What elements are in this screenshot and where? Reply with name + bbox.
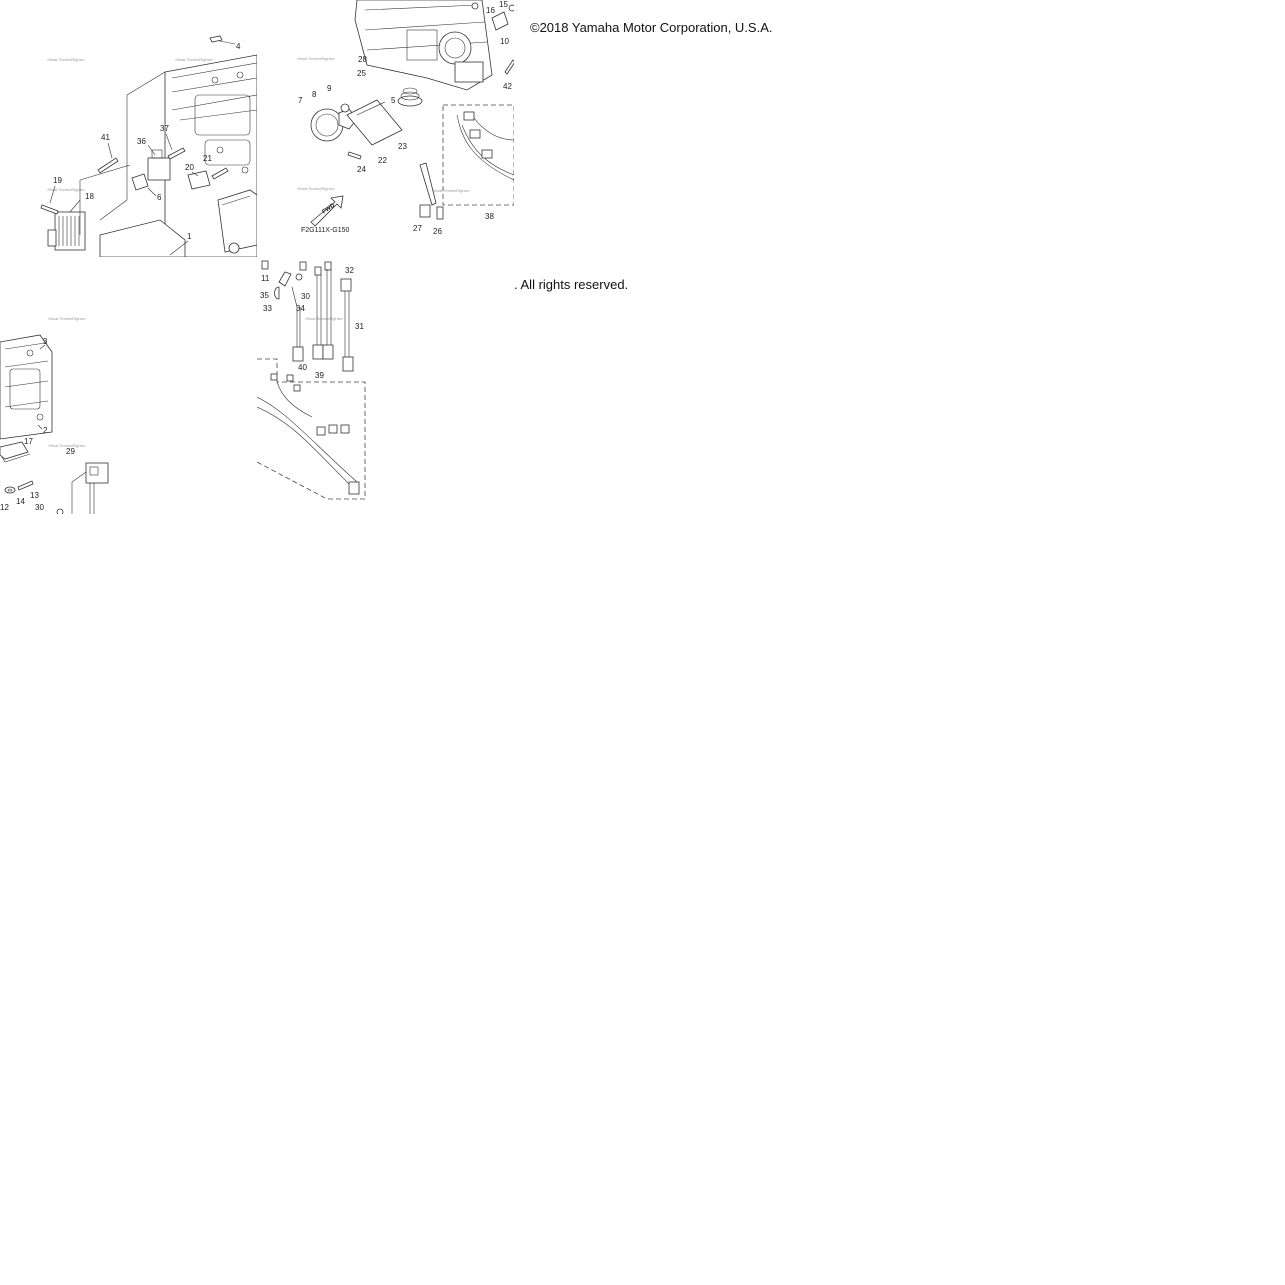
watermark: «Boat TechnoRights»: [297, 186, 336, 191]
copyright-line-1: ©2018 Yamaha Motor Corporation, U.S.A.: [530, 20, 773, 35]
callout-number: 21: [203, 154, 212, 163]
callout-number: 18: [85, 192, 94, 201]
watermark: «Boat TechnoRights»: [297, 56, 336, 61]
callout-number: 5: [391, 96, 396, 105]
callout-number: 41: [101, 133, 110, 142]
callout-number: 30: [35, 503, 44, 512]
watermark: «Boat TechnoRights»: [432, 188, 471, 193]
cover-plate: [346, 99, 403, 146]
connector: [85, 462, 109, 484]
callout-number: 26: [433, 227, 442, 236]
watermark: «Boat TechnoRights»: [305, 316, 344, 321]
watermark: «Boat TechnoRights»: [47, 187, 86, 192]
copyright-line-2: . All rights reserved.: [514, 277, 629, 292]
relay: [147, 157, 171, 181]
callout-number: 23: [398, 142, 407, 151]
callout-number: 6: [157, 193, 162, 202]
watermark: «Boat TechnoRights»: [48, 443, 87, 448]
callout-number: 15: [499, 0, 508, 9]
callout-number: 16: [486, 6, 495, 15]
callout-number: 22: [378, 156, 387, 165]
watermark: «Boat TechnoRights»: [47, 57, 86, 62]
callout-number: 10: [500, 37, 509, 46]
callout-number: 35: [260, 291, 269, 300]
watermark: «Boat TechnoRights»: [175, 57, 214, 62]
harness-detail-frame: [257, 358, 366, 500]
callout-number: 31: [355, 322, 364, 331]
callout-number: 17: [24, 437, 33, 446]
callout-number: 38: [485, 212, 494, 221]
callout-number: 37: [160, 124, 169, 133]
callout-number: 33: [263, 304, 272, 313]
callout-number: 24: [357, 165, 366, 174]
callout-number: 7: [298, 96, 303, 105]
callout-number: 19: [53, 176, 62, 185]
callout-number: 28: [358, 55, 367, 64]
rectifier-regulator: [54, 211, 86, 251]
callout-number: 8: [312, 90, 317, 99]
fwd-arrow-icon: FWD: [310, 195, 344, 227]
diagram-tile-bottom-left: «Boat TechnoRights» «Boat TechnoRights» …: [0, 257, 257, 514]
callout-number: 32: [345, 266, 354, 275]
callout-number: 40: [298, 363, 307, 372]
diagram-code: F2G111X-G150: [301, 227, 349, 234]
callout-number: 4: [236, 42, 241, 51]
control-unit: [217, 189, 257, 253]
callout-number: 30: [301, 292, 310, 301]
callout-number: 20: [185, 163, 194, 172]
watermark: «Boat TechnoRights»: [48, 316, 87, 321]
callout-number: 9: [327, 84, 332, 93]
callout-number: 13: [30, 491, 39, 500]
callout-number: 36: [137, 137, 146, 146]
callout-number: 11: [261, 274, 270, 283]
diagram-tile-top-right: «Boat TechnoRights» «Boat TechnoRights» …: [257, 0, 514, 257]
callout-number: 27: [413, 224, 422, 233]
callout-number: 3: [43, 337, 48, 346]
callout-number: 29: [66, 447, 75, 456]
harness-detail-frame: [442, 104, 514, 206]
diagram-tile-bottom-right: «Boat TechnoRights» 11 32 35 30 33 34 31: [257, 257, 514, 514]
callout-number: 1: [187, 232, 192, 241]
diagram-tile-top-left: «Boat TechnoRights» «Boat TechnoRights» …: [0, 0, 257, 257]
callout-number: 25: [357, 69, 366, 78]
callout-number: 42: [503, 82, 512, 91]
callout-number: 34: [296, 304, 305, 313]
callout-number: 39: [315, 371, 324, 380]
callout-number: 14: [16, 497, 25, 506]
cover-plate: [0, 334, 53, 440]
callout-number: 2: [43, 426, 48, 435]
callout-number: 12: [0, 503, 9, 512]
